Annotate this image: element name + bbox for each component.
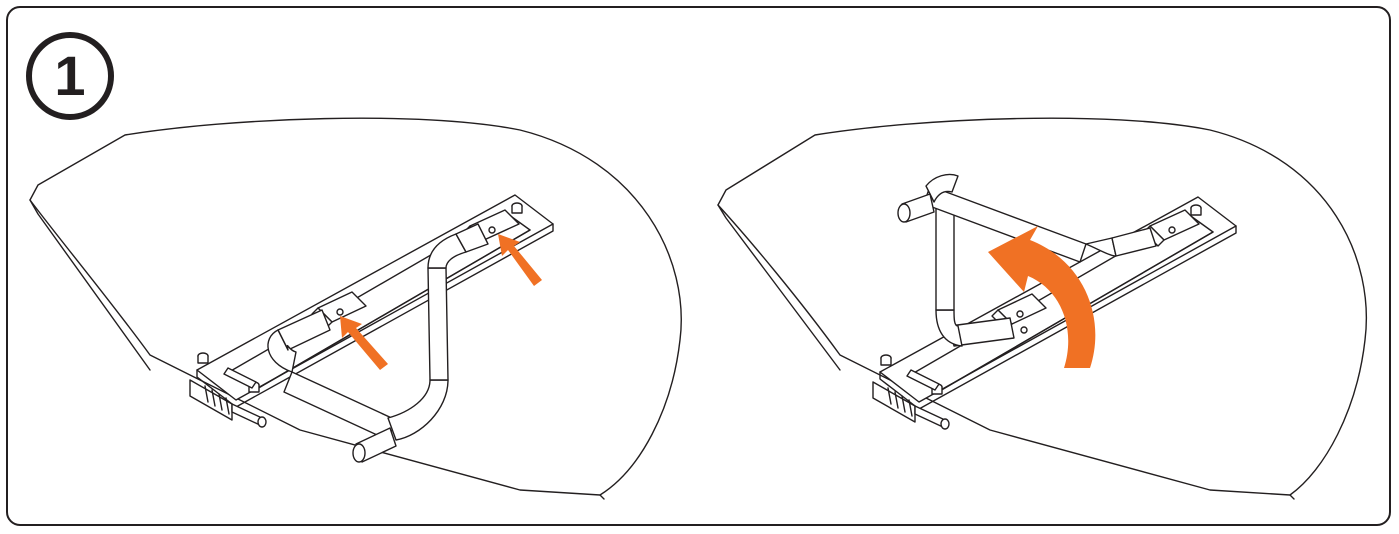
step-number: 1 (54, 44, 86, 107)
spring-hinge-right (872, 369, 950, 430)
right-panel (717, 117, 1367, 500)
spring-hinge-left (189, 367, 267, 428)
push-arrow-left-1 (340, 316, 388, 370)
clip-right-2 (1143, 209, 1200, 247)
rotate-arrow-right (988, 226, 1096, 368)
folding-leg-tube-left (267, 223, 489, 463)
push-arrow-left-2 (498, 234, 542, 286)
folding-leg-tube-right (897, 173, 1157, 347)
step-number-badge: 1 (26, 32, 114, 120)
left-panel (29, 117, 682, 500)
